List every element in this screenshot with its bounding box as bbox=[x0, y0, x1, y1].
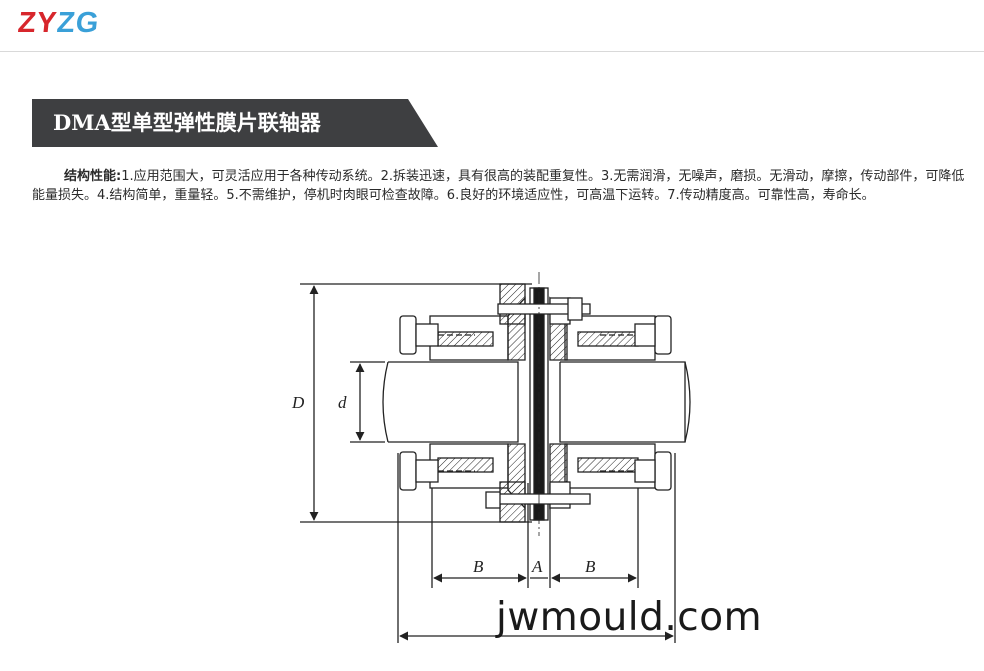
dimension-d-label: d bbox=[338, 393, 347, 412]
dimension-B-left-label: B bbox=[473, 557, 484, 576]
company-logo: ZYZG bbox=[16, 7, 102, 39]
dimension-D-label: D bbox=[291, 393, 305, 412]
watermark: jwmould.com bbox=[496, 595, 763, 640]
description-label: 结构性能: bbox=[64, 169, 122, 184]
dimension-A-label: A bbox=[531, 557, 543, 576]
dimension-B-right-label: B bbox=[585, 557, 596, 576]
coupling-drawing: D d B A B bbox=[291, 272, 691, 643]
performance-description: 结构性能:1.应用范围大，可灵活应用于各种传动系统。2.拆装迅速，具有很高的装配… bbox=[32, 167, 976, 205]
page-title: DMA型单型弹性膜片联轴器 bbox=[53, 110, 321, 135]
description-text: 1.应用范围大，可灵活应用于各种传动系统。2.拆装迅速，具有很高的装配重复性。3… bbox=[32, 169, 965, 203]
title-banner: DMA型单型弹性膜片联轴器 bbox=[32, 99, 438, 147]
header-divider bbox=[0, 51, 984, 52]
